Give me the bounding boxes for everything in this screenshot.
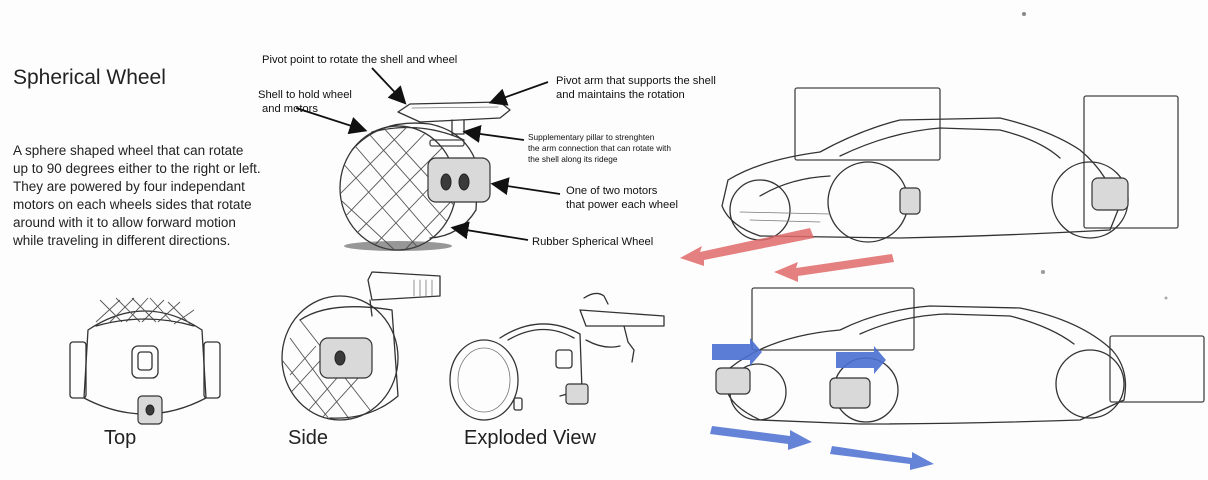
- description-line: motors on each wheels sides that rotate: [13, 197, 252, 212]
- callout-line: One of two motors: [566, 185, 658, 197]
- callout-pivot-point: Pivot point to rotate the shell and whee…: [262, 53, 457, 67]
- description: A sphere shaped wheel that can rotate up…: [13, 142, 303, 250]
- exploded-view-sketch: [449, 292, 665, 421]
- top-view-sketch: [69, 297, 221, 425]
- callout-line: and maintains the rotation: [556, 89, 685, 101]
- callout-line: Shell to hold wheel: [258, 89, 352, 101]
- callout-line: Rubber Spherical Wheel: [532, 236, 654, 248]
- callout-line: Pivot point to rotate the shell and whee…: [262, 54, 458, 66]
- callout-pivot-arm: Pivot arm that supports the shell and ma…: [556, 74, 716, 102]
- description-line: A sphere shaped wheel that can rotate: [13, 143, 244, 158]
- callout-line: and motors: [262, 103, 318, 115]
- label-side-view: Side: [288, 427, 329, 449]
- callout-arrows: [295, 67, 561, 241]
- callout-shell: Shell to hold wheel and motors: [258, 88, 352, 116]
- callout-line: the arm connection that can rotate with: [528, 143, 671, 153]
- label-top-view: Top: [104, 427, 137, 449]
- callout-motors: One of two motors that power each wheel: [566, 184, 678, 212]
- red-motion-arrows: [680, 228, 894, 282]
- pencil-smudges: [1022, 12, 1168, 300]
- description-line: around with it to allow forward motion: [13, 215, 236, 230]
- car-sketch-top: [721, 87, 1179, 243]
- callout-line: Supplementary pillar to strenghten: [528, 132, 655, 142]
- callout-pillar: Supplementary pillar to strenghten the a…: [528, 132, 671, 165]
- car-sketch-bottom: [715, 287, 1205, 425]
- callout-line: Pivot arm that supports the shell: [556, 75, 716, 87]
- callout-line: that power each wheel: [566, 199, 678, 211]
- description-line: up to 90 degrees either to the right or …: [13, 161, 261, 176]
- page-title: Spherical Wheel: [13, 66, 166, 89]
- description-line: They are powered by four independant: [13, 179, 245, 194]
- callout-rubber-wheel: Rubber Spherical Wheel: [532, 235, 653, 249]
- label-exploded-view: Exploded View: [464, 427, 596, 449]
- description-line: while traveling in different directions.: [13, 233, 231, 248]
- side-view-sketch: [281, 271, 441, 421]
- main-wheel-assembly: [339, 101, 511, 251]
- callout-line: the shell along its ridege: [528, 154, 618, 164]
- blue-motion-arrows: [710, 338, 934, 470]
